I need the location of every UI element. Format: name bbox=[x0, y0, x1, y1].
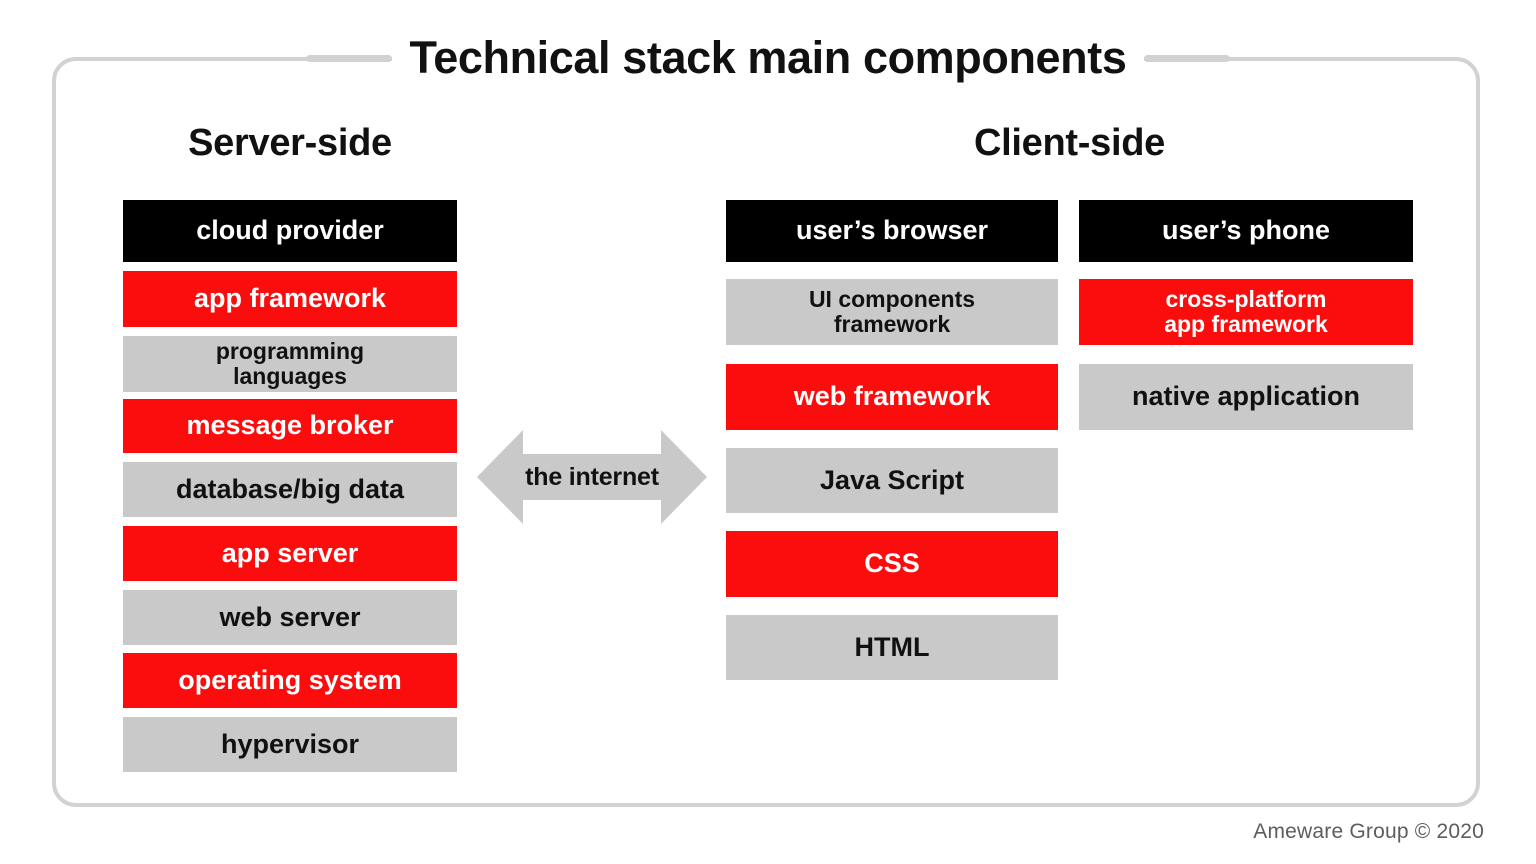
stack-box-label: Java Script bbox=[819, 464, 965, 495]
stack-box-message-broker[interactable]: message broker bbox=[123, 399, 457, 453]
stack-box-native-application[interactable]: native application bbox=[1079, 364, 1413, 430]
stack-box-cloud-provider[interactable]: cloud provider bbox=[123, 200, 457, 262]
stack-box-label: HTML bbox=[854, 631, 930, 662]
stack-box-label: database/big data bbox=[175, 473, 405, 504]
column-heading-server-side: Server-side bbox=[188, 122, 392, 164]
stack-box-css[interactable]: CSS bbox=[726, 531, 1058, 597]
internet-connector: the internet bbox=[477, 424, 707, 530]
stack-box-label: CSS bbox=[864, 548, 920, 579]
stack-box-app-server[interactable]: app server bbox=[123, 526, 457, 581]
stack-box-web-server[interactable]: web server bbox=[123, 590, 457, 645]
stack-box-ui-components-framework[interactable]: UI components framework bbox=[726, 279, 1058, 345]
stack-box-label: UI components framework bbox=[808, 286, 976, 337]
stack-box-label: programming languages bbox=[215, 338, 365, 389]
stack-box-cross-platform-app-framework[interactable]: cross-platform app framework bbox=[1079, 279, 1413, 345]
stack-header-label: user’s browser bbox=[795, 215, 989, 246]
stack-box-label: hypervisor bbox=[220, 728, 360, 759]
stack-box-programming-languages[interactable]: programming languages bbox=[123, 336, 457, 392]
stack-box-operating-system[interactable]: operating system bbox=[123, 653, 457, 708]
stack-box-database-big-data[interactable]: database/big data bbox=[123, 462, 457, 517]
stack-header-label: user’s phone bbox=[1161, 215, 1331, 246]
stack-box-app-framework[interactable]: app framework bbox=[123, 271, 457, 327]
stack-box-label: cloud provider bbox=[196, 215, 384, 246]
copyright-footer: Ameware Group © 2020 bbox=[1253, 820, 1484, 843]
stack-box-label: operating system bbox=[178, 664, 402, 695]
stack-box-label: app framework bbox=[193, 283, 387, 314]
stack-header-users-browser[interactable]: user’s browser bbox=[726, 200, 1058, 262]
double-arrow-icon bbox=[477, 430, 707, 524]
stack-box-label: web server bbox=[219, 601, 361, 632]
column-heading-client-side: Client-side bbox=[974, 122, 1165, 164]
stack-box-label: native application bbox=[1131, 381, 1361, 412]
stack-box-java-script[interactable]: Java Script bbox=[726, 448, 1058, 513]
stack-box-web-framework[interactable]: web framework bbox=[726, 364, 1058, 430]
internet-label: the internet bbox=[525, 462, 659, 491]
stack-box-label: message broker bbox=[186, 410, 394, 441]
stack-header-users-phone[interactable]: user’s phone bbox=[1079, 200, 1413, 262]
stack-box-label: web framework bbox=[793, 381, 991, 412]
stack-box-label: cross-platform app framework bbox=[1164, 286, 1328, 337]
stack-box-html[interactable]: HTML bbox=[726, 615, 1058, 680]
stack-box-hypervisor[interactable]: hypervisor bbox=[123, 717, 457, 772]
stack-box-label: app server bbox=[221, 537, 359, 568]
